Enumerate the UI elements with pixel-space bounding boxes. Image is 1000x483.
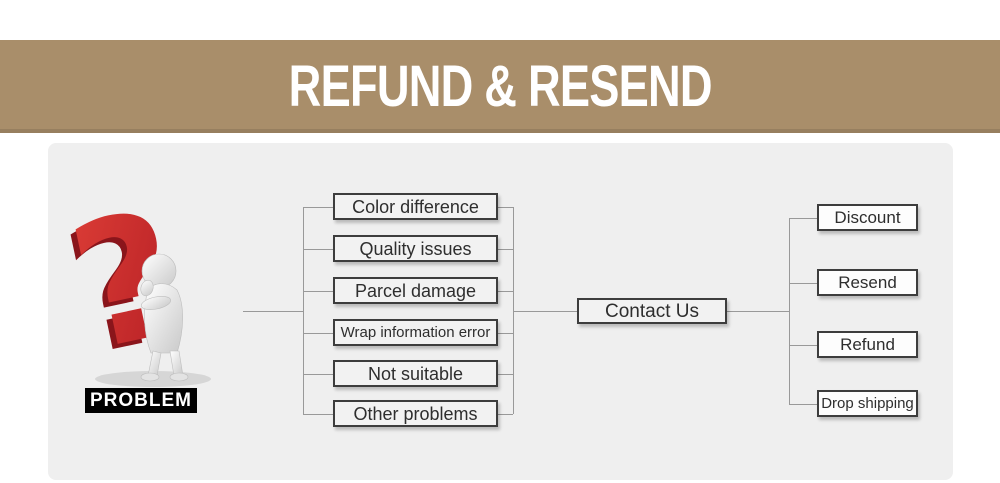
node-quality-issues: Quality issues — [333, 235, 498, 262]
node-parcel-damage: Parcel damage — [333, 277, 498, 304]
stub-right-0 — [789, 218, 817, 219]
stub-mid-3 — [498, 333, 513, 334]
stub-left-3 — [303, 333, 333, 334]
problem-badge: PROBLEM — [85, 388, 197, 413]
connector-contact-left — [513, 311, 577, 312]
stub-left-0 — [303, 207, 333, 208]
page-title: REFUND & RESEND — [288, 54, 712, 119]
node-color-difference: Color difference — [333, 193, 498, 220]
stub-left-1 — [303, 249, 333, 250]
question-mark-person-icon: ? ? — [58, 193, 211, 393]
connector-contact-right — [727, 311, 789, 312]
stub-mid-1 — [498, 249, 513, 250]
thinking-person-icon — [140, 253, 189, 382]
node-other-problems: Other problems — [333, 400, 498, 427]
node-refund: Refund — [817, 331, 918, 358]
stub-left-4 — [303, 374, 333, 375]
stub-right-3 — [789, 404, 817, 405]
stub-mid-0 — [498, 207, 513, 208]
stub-right-2 — [789, 345, 817, 346]
spine-right — [789, 218, 790, 404]
flowchart-panel: ? ? PROBLEM — [48, 143, 953, 480]
node-wrap-information-error: Wrap information error — [333, 319, 498, 346]
title-banner: REFUND & RESEND — [0, 40, 1000, 133]
stub-right-1 — [789, 283, 817, 284]
stub-left-2 — [303, 291, 333, 292]
stub-mid-5 — [498, 414, 513, 415]
node-resend: Resend — [817, 269, 918, 296]
node-contact-us: Contact Us — [577, 298, 727, 324]
spine-left — [303, 207, 304, 414]
stub-left-5 — [303, 414, 333, 415]
node-not-suitable: Not suitable — [333, 360, 498, 387]
stub-mid-2 — [498, 291, 513, 292]
spine-mid — [513, 207, 514, 414]
node-discount: Discount — [817, 204, 918, 231]
node-drop-shipping: Drop shipping — [817, 390, 918, 417]
connector-person — [243, 311, 303, 312]
stub-mid-4 — [498, 374, 513, 375]
